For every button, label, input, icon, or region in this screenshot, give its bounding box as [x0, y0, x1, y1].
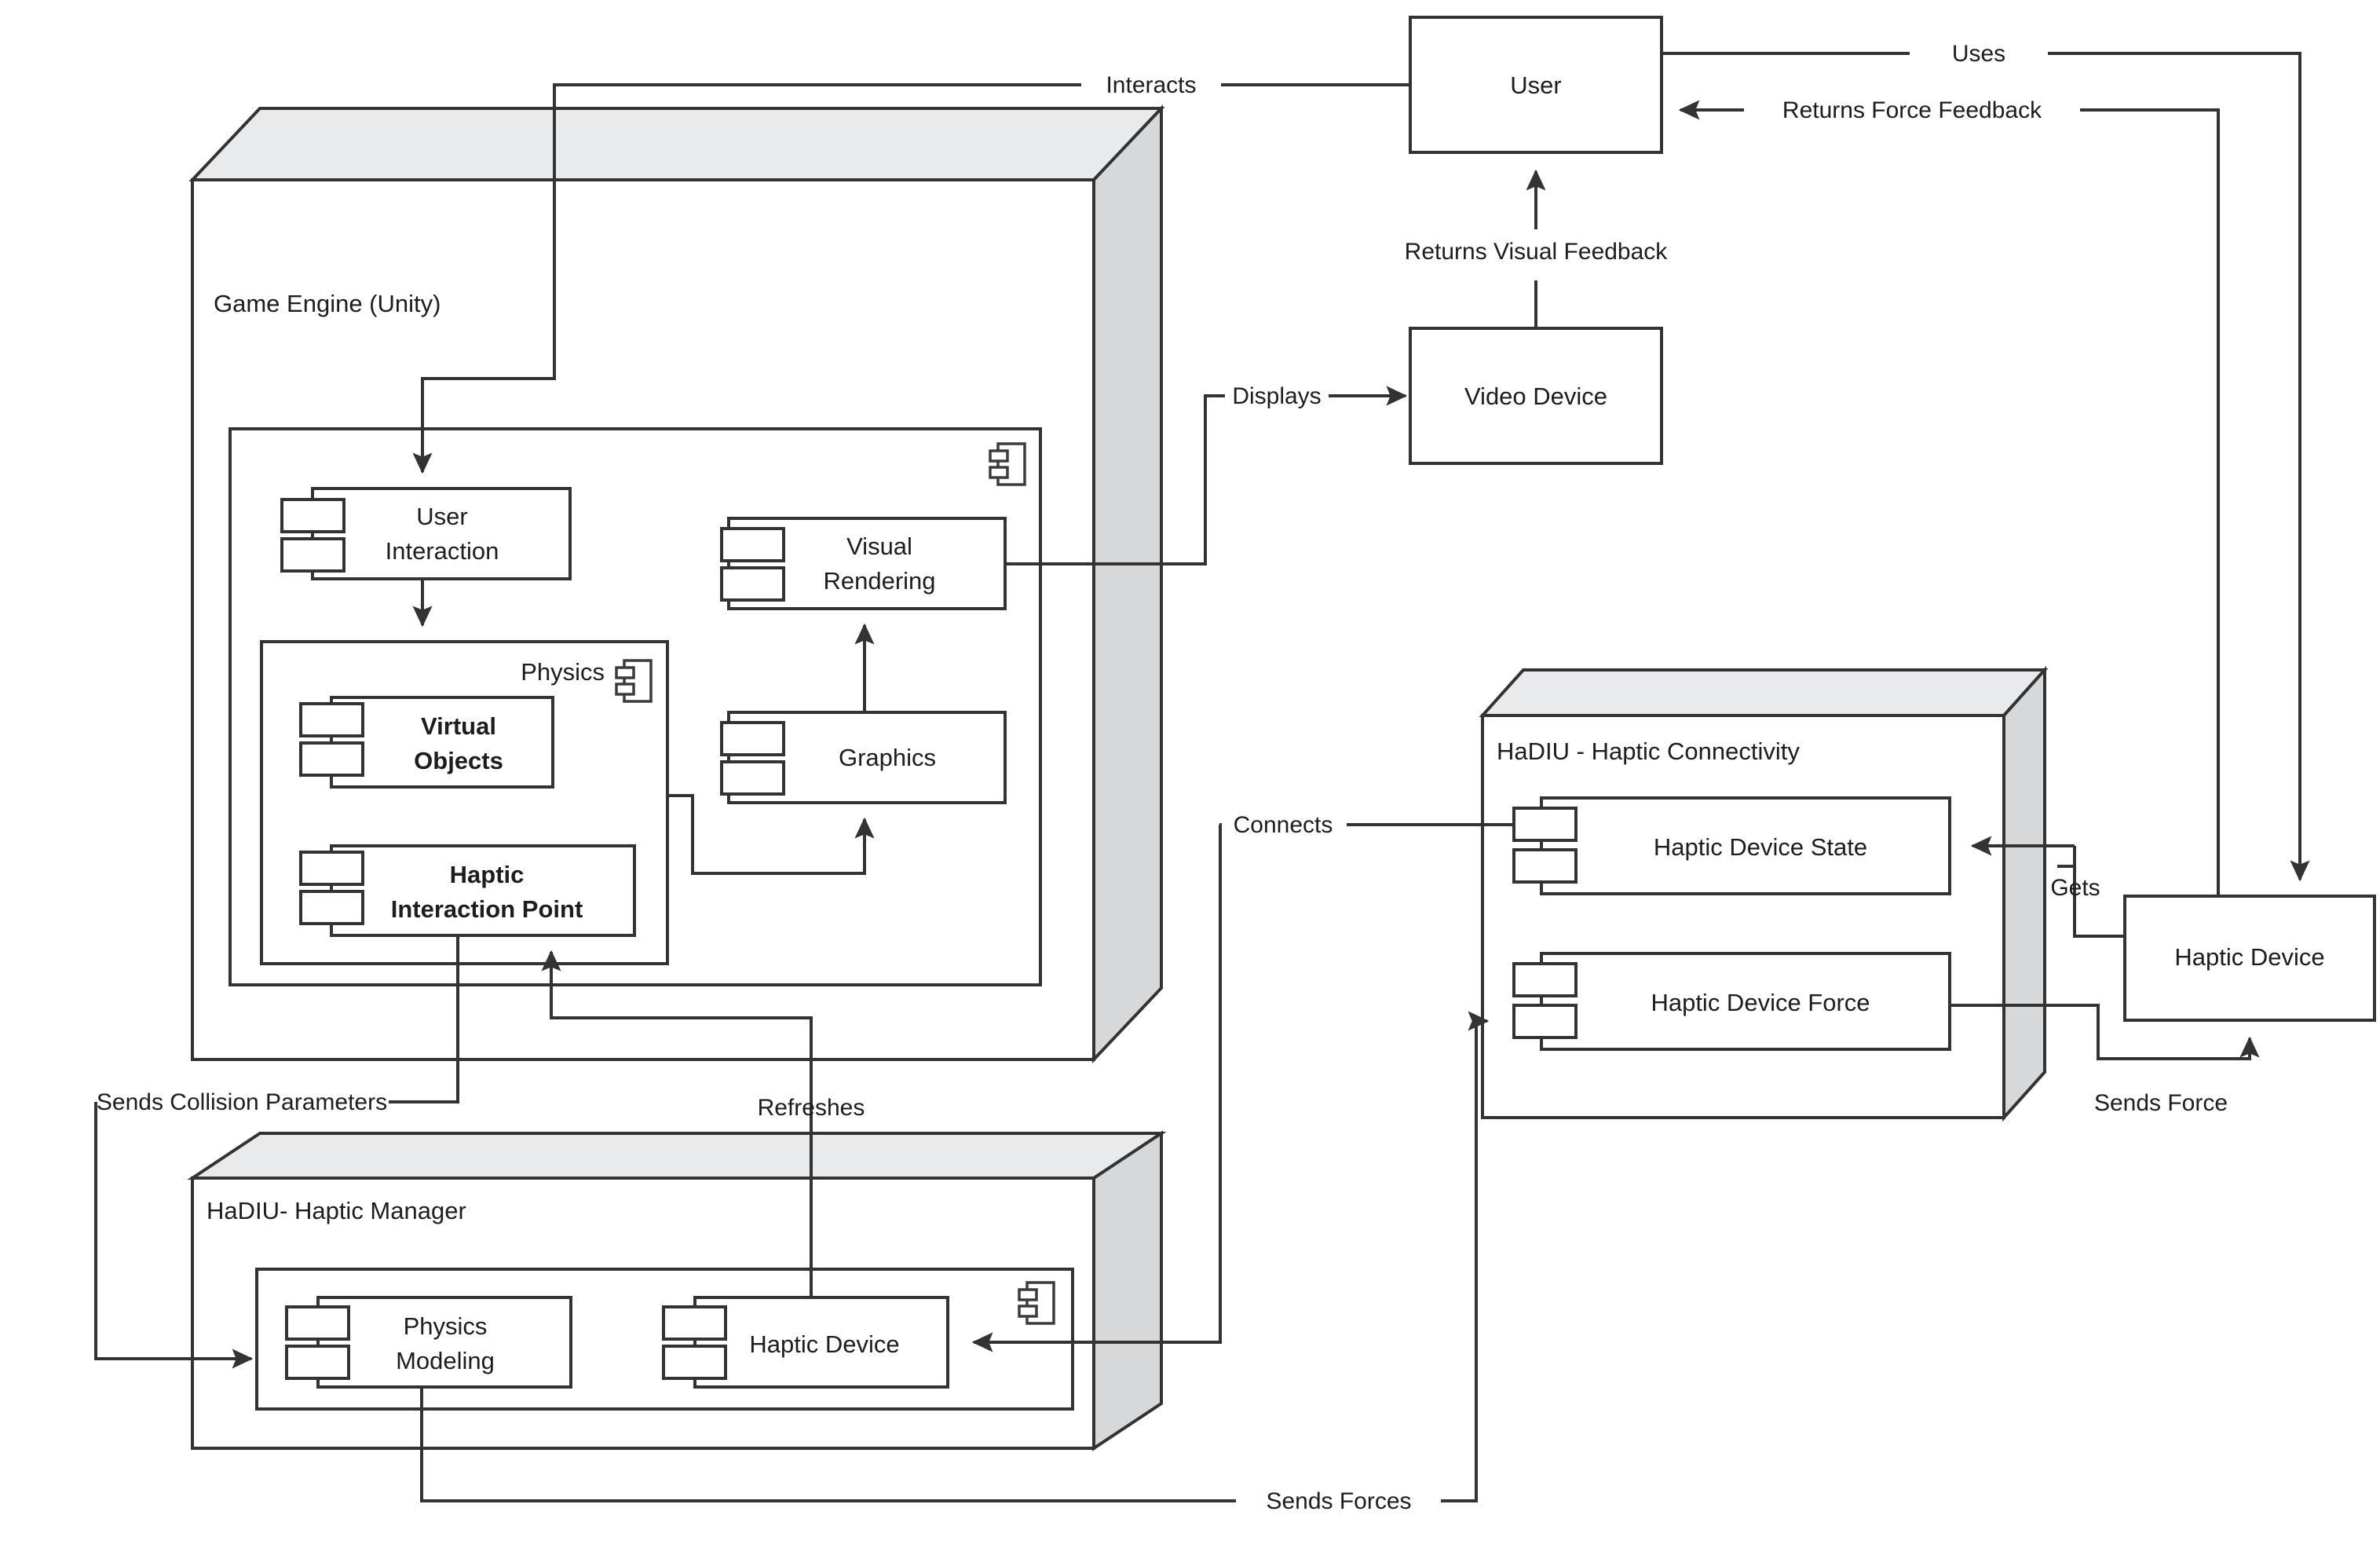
edge-label-returns-force-feedback: Returns Force Feedback — [1782, 97, 2042, 123]
physics-container-label: Physics — [521, 658, 605, 686]
component-icon — [989, 442, 1026, 486]
component-label-line1: Virtual — [421, 712, 496, 740]
edge-label-connects: Connects — [1234, 812, 1333, 838]
component-label-line1: Haptic Device State — [1654, 833, 1867, 861]
haptic-device-box-label: Haptic Device — [2174, 943, 2324, 971]
edge-label-returns-visual-feedback: Returns Visual Feedback — [1405, 239, 1669, 265]
edge-connects[interactable]: Connects — [971, 812, 1514, 1352]
edge-label-sends-forces: Sends Forces — [1266, 1488, 1411, 1514]
physics-container[interactable]: Physics Virtual Objects Haptic Inter — [260, 640, 669, 965]
component-label-line2: Interaction Point — [391, 895, 583, 923]
component-hm-haptic-device[interactable]: Haptic Device — [662, 1296, 949, 1389]
haptic-device-box[interactable]: Haptic Device — [2123, 895, 2376, 1022]
node-top-face — [1479, 668, 2049, 717]
edge-returns-visual-feedback[interactable]: Returns Visual Feedback — [1405, 169, 1669, 328]
node-side-face — [2002, 665, 2046, 1122]
component-label-line2: Modeling — [396, 1347, 495, 1374]
edge-physics-to-graphics[interactable] — [667, 794, 875, 875]
component-label-line1: Haptic — [450, 861, 525, 888]
user-box[interactable]: User — [1409, 16, 1663, 154]
component-label-line1: Visual — [846, 532, 912, 560]
component-user-interaction[interactable]: User Interaction — [280, 487, 572, 580]
user-box-label: User — [1510, 71, 1561, 99]
edge-returns-force-feedback[interactable]: Returns Force Feedback — [1678, 97, 2220, 896]
edge-displays[interactable]: Displays — [1005, 383, 1408, 565]
edge-gets[interactable]: Gets — [1970, 836, 2125, 938]
edge-label-sends-collision-parameters: Sends Collision Parameters — [97, 1089, 387, 1115]
edge-label-gets: Gets — [2050, 875, 2100, 901]
component-label-line1: Graphics — [839, 744, 936, 771]
edge-label-interacts: Interacts — [1106, 72, 1196, 98]
node-haptic-connectivity-label: HaDIU - Haptic Connectivity — [1497, 737, 1800, 765]
component-haptic-device-state[interactable]: Haptic Device State — [1512, 796, 1951, 895]
edge-sends-forces[interactable]: Sends Forces — [420, 1011, 1490, 1514]
edge-label-refreshes: Refreshes — [758, 1095, 865, 1121]
node-haptic-manager-label: HaDIU- Haptic Manager — [207, 1197, 466, 1224]
node-game-engine[interactable]: Game Engine (Unity) User Interaction Vis… — [188, 104, 1165, 1064]
component-label-line1: Haptic Device — [749, 1330, 899, 1358]
edge-label-displays: Displays — [1232, 383, 1321, 409]
node-top-face — [187, 1132, 1167, 1180]
edge-label-sends-force: Sends Force — [2094, 1090, 2228, 1116]
component-label-line2: Objects — [414, 747, 503, 774]
game-engine-inner-container[interactable] — [228, 427, 1042, 986]
edge-refreshes[interactable]: Refreshes — [541, 950, 865, 1297]
component-icon — [615, 659, 653, 703]
component-icon — [1018, 1281, 1055, 1325]
component-label-line1: Physics — [404, 1312, 488, 1340]
edge-sends-collision-parameters[interactable]: Sends Collision Parameters — [94, 935, 459, 1369]
component-physics-modeling[interactable]: Physics Modeling — [285, 1296, 572, 1389]
node-top-face — [188, 107, 1165, 181]
component-label-line1: Haptic Device Force — [1651, 989, 1870, 1016]
haptic-manager-inner-container[interactable] — [255, 1268, 1074, 1411]
component-haptic-interaction-point[interactable]: Haptic Interaction Point — [299, 844, 636, 937]
component-virtual-objects[interactable]: Virtual Objects — [299, 696, 554, 789]
component-visual-rendering[interactable]: Visual Rendering — [720, 517, 1007, 610]
video-device-box[interactable]: Video Device — [1409, 327, 1663, 465]
component-label-line1: User — [416, 503, 467, 530]
edge-sends-force[interactable]: Sends Force — [1950, 1004, 2260, 1116]
component-haptic-device-force[interactable]: Haptic Device Force — [1512, 952, 1951, 1051]
component-label-line2: Interaction — [386, 537, 499, 565]
edge-label-uses: Uses — [1952, 41, 2005, 67]
node-front-face — [1481, 714, 2005, 1119]
node-side-face — [1092, 104, 1163, 1064]
node-game-engine-label: Game Engine (Unity) — [214, 290, 441, 317]
node-haptic-connectivity[interactable]: HaDIU - Haptic Connectivity Haptic Devic… — [1479, 665, 2049, 1122]
component-label-line2: Rendering — [823, 567, 935, 595]
edge-uses[interactable]: Uses — [1662, 41, 2310, 882]
edge-interacts[interactable]: Interacts — [412, 72, 1410, 474]
node-haptic-manager[interactable]: HaDIU- Haptic Manager Physics Modeling H… — [187, 1130, 1167, 1451]
component-graphics[interactable]: Graphics — [720, 711, 1007, 804]
video-device-box-label: Video Device — [1464, 382, 1607, 410]
node-side-face — [1092, 1130, 1163, 1451]
